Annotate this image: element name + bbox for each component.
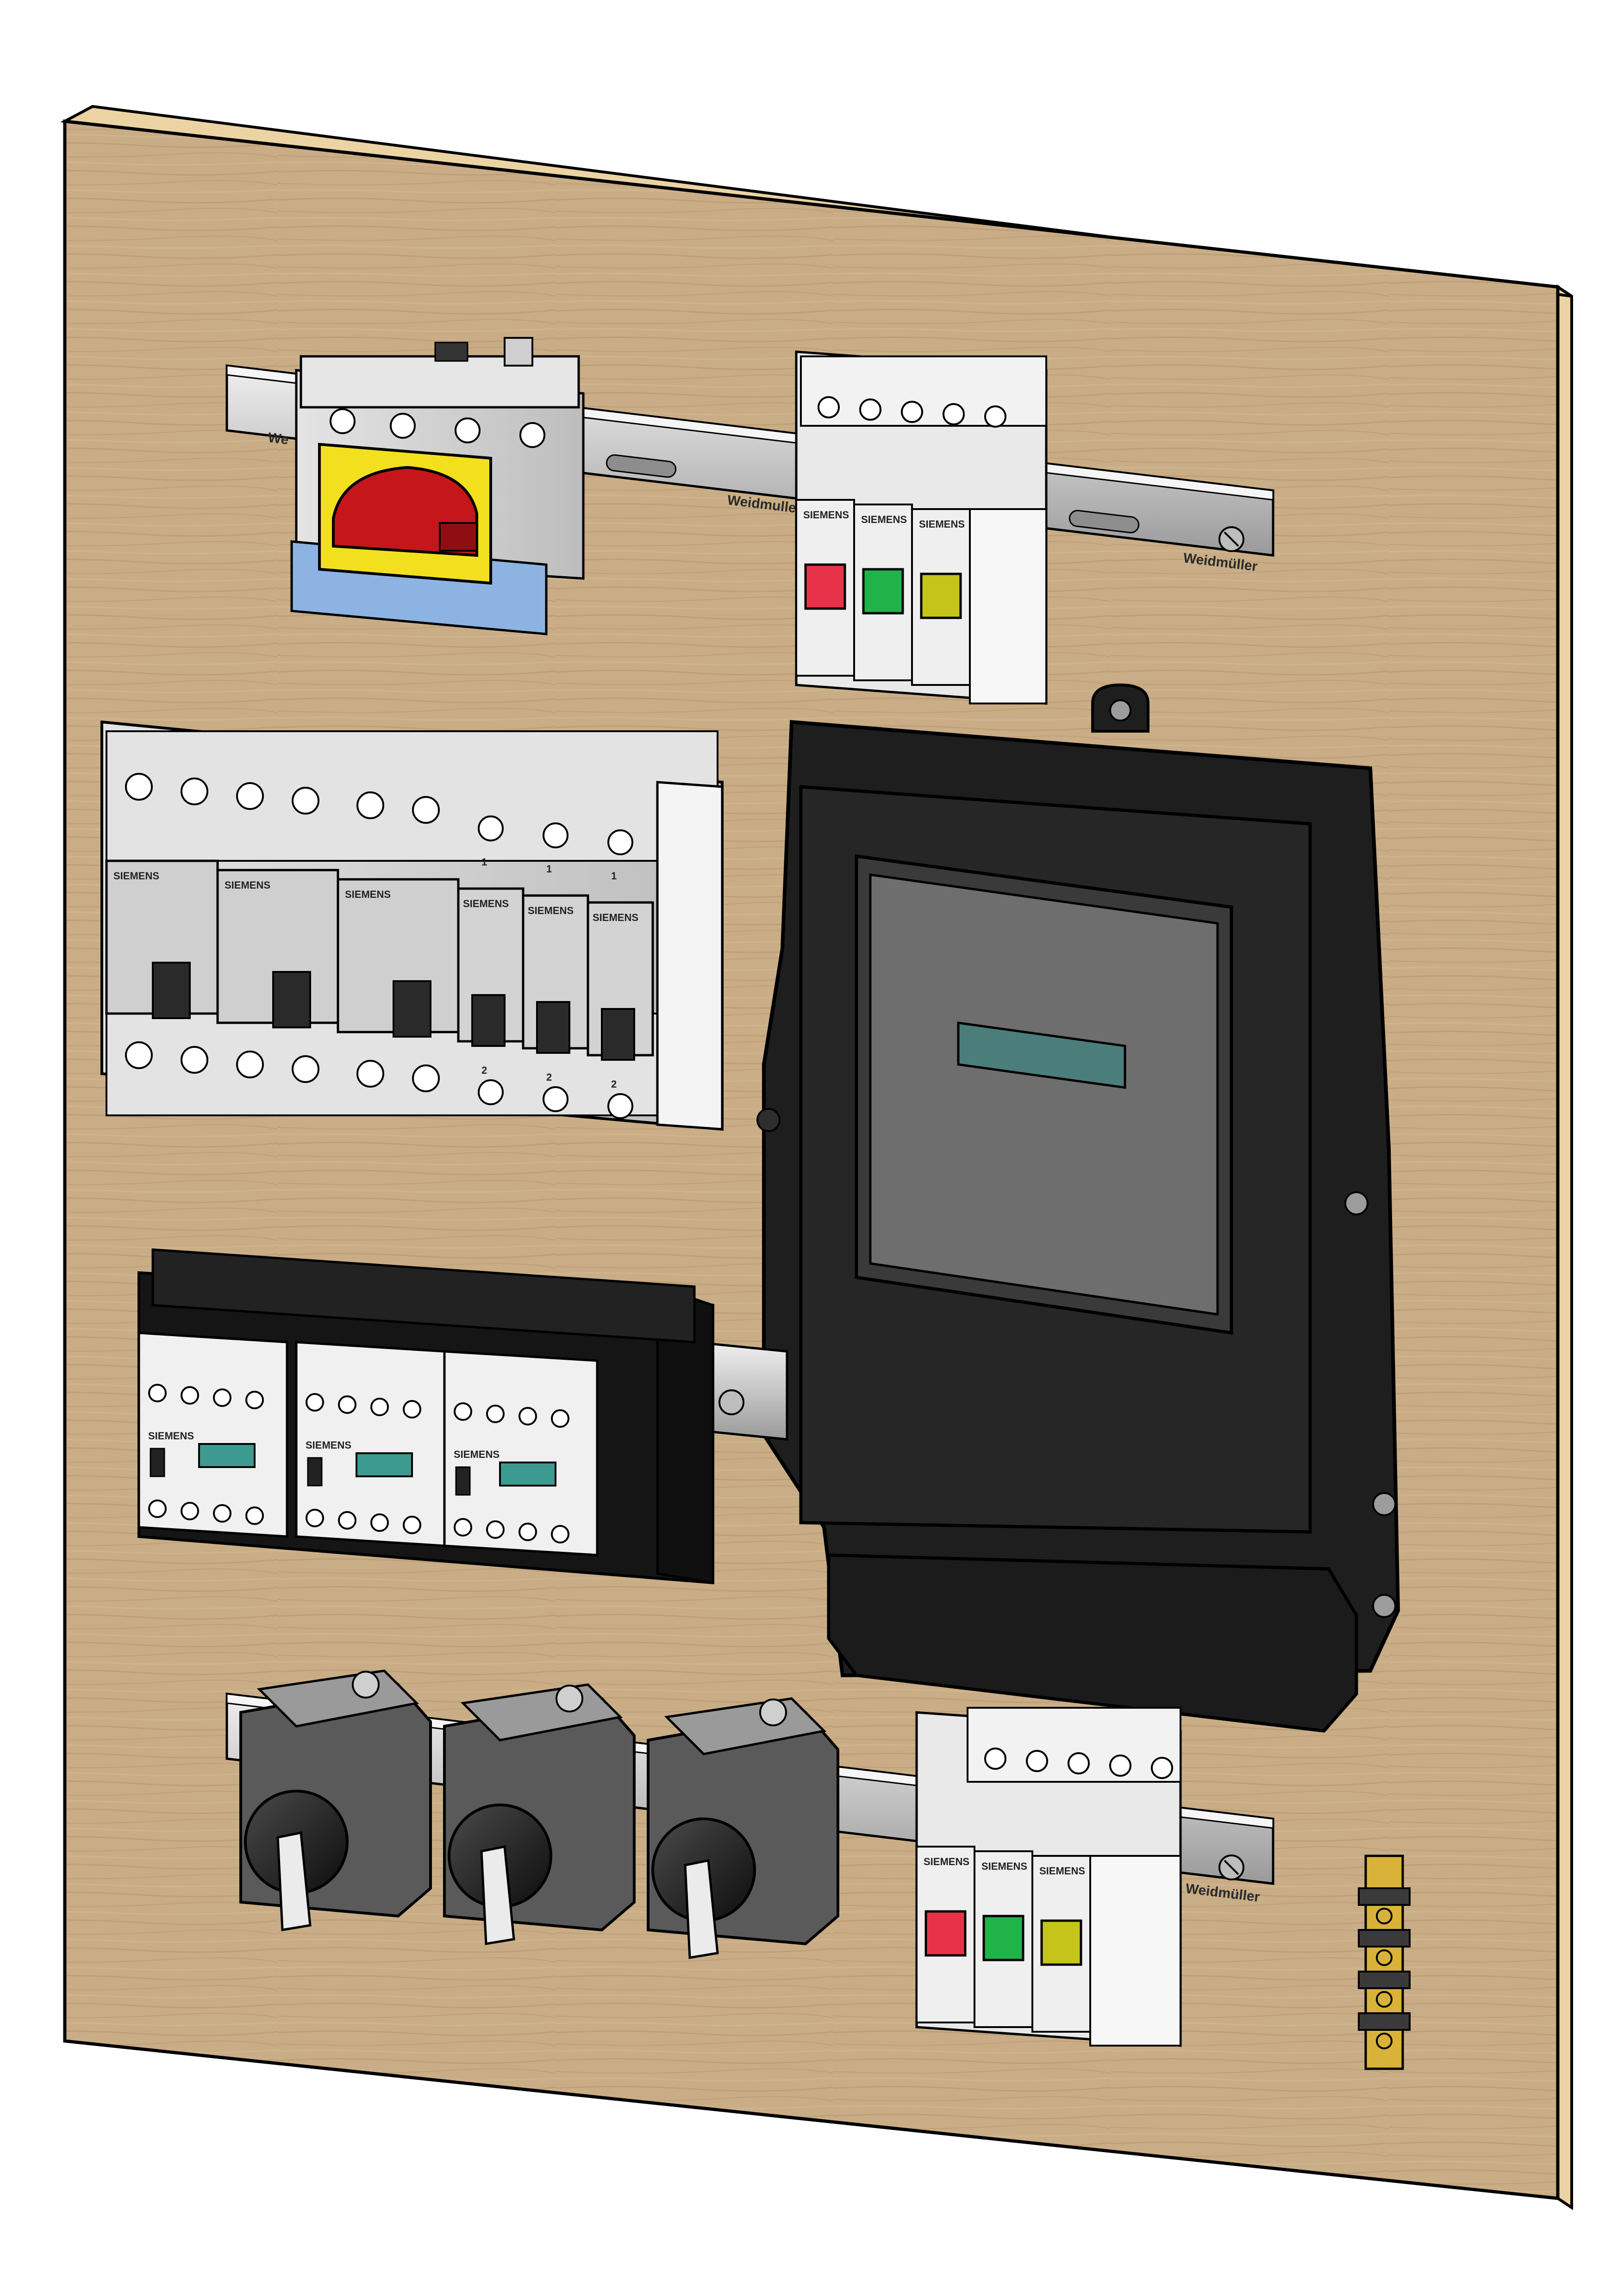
indicator-lamps-top: SIEMENS SIEMENS SIEMENS bbox=[795, 350, 1048, 705]
brand-label: SIEMENS bbox=[454, 1449, 500, 1460]
knob-pointer bbox=[480, 1845, 515, 1945]
red-lamp-icon bbox=[924, 1910, 967, 1957]
terminal-number-bottom: 2 bbox=[481, 1064, 487, 1076]
indicator-module-green: SIEMENS bbox=[853, 504, 913, 681]
brand-label: SIEMENS bbox=[803, 509, 849, 521]
screw-icon bbox=[759, 1699, 787, 1726]
screw-icon bbox=[1344, 1191, 1368, 1215]
green-lamp-icon bbox=[862, 568, 904, 615]
screw-icon bbox=[556, 1685, 583, 1712]
breaker-toggle[interactable] bbox=[393, 980, 431, 1038]
brand-label: SIEMENS bbox=[528, 905, 574, 916]
brand-label: SIEMENS bbox=[861, 514, 907, 525]
screw-icon bbox=[1372, 1492, 1396, 1516]
indicator-terminal-row bbox=[967, 1707, 1181, 1783]
brand-label: SIEMENS bbox=[463, 898, 509, 909]
screw-icon bbox=[1372, 1594, 1396, 1618]
brand-label: SIEMENS bbox=[225, 879, 270, 891]
meter-lcd-display bbox=[957, 1021, 1126, 1089]
green-lamp-icon bbox=[982, 1915, 1024, 1961]
brand-label: SIEMENS bbox=[148, 1430, 194, 1442]
indicator-module-green: SIEMENS bbox=[974, 1850, 1033, 2028]
breaker-rcbo-2[interactable]: SIEMENS bbox=[216, 782, 339, 1083]
terminal-number-top: 1 bbox=[611, 870, 617, 882]
rail-label-left: We bbox=[267, 430, 289, 448]
brand-label: SIEMENS bbox=[345, 889, 391, 900]
contactor-3: SIEMENS bbox=[443, 1350, 599, 1556]
contactor-group: SIEMENS SIEMENS bbox=[137, 1248, 714, 1585]
isolator-terminal-block bbox=[300, 337, 580, 448]
rotary-selector-switch-3[interactable] bbox=[647, 1697, 839, 1959]
circuit-breaker-block: SIEMENS SIEMENS SIEMENS SI bbox=[100, 720, 724, 1131]
breaker-toggle[interactable] bbox=[471, 994, 506, 1047]
breaker-toggle[interactable] bbox=[272, 971, 311, 1028]
terminal-number-bottom: 2 bbox=[611, 1078, 617, 1090]
brand-label: SIEMENS bbox=[593, 912, 638, 923]
yellow-lamp-icon bbox=[920, 572, 962, 619]
contactor-window bbox=[356, 1452, 413, 1477]
knob-pointer bbox=[276, 1831, 312, 1931]
rotary-selector-switch-1[interactable] bbox=[239, 1669, 432, 1931]
rail-screw-icon bbox=[718, 1389, 744, 1415]
breaker-toggle[interactable] bbox=[152, 962, 191, 1019]
terminal-number-top: 1 bbox=[546, 863, 552, 875]
breaker-mcb-1[interactable]: SIEMENS 1 2 bbox=[457, 815, 525, 1105]
screw-icon bbox=[756, 1108, 781, 1132]
indicator-lamps-bottom: SIEMENS SIEMENS SIEMENS bbox=[915, 1707, 1182, 2047]
terminal-number-bottom: 2 bbox=[546, 1071, 552, 1083]
brand-label: SIEMENS bbox=[919, 518, 965, 530]
isolator-red-handle[interactable] bbox=[332, 466, 478, 557]
contactor-window bbox=[198, 1443, 256, 1468]
breaker-toggle[interactable] bbox=[601, 1008, 635, 1061]
brand-label: SIEMENS bbox=[306, 1439, 351, 1451]
indicator-module-yellow: SIEMENS bbox=[1031, 1855, 1091, 2033]
breaker-mcb-3[interactable]: SIEMENS 1 2 bbox=[587, 829, 654, 1119]
knob-pointer bbox=[684, 1859, 719, 1959]
rotary-selector-switch-2[interactable] bbox=[443, 1683, 636, 1945]
contactor-2: SIEMENS bbox=[295, 1341, 446, 1547]
contactor-1: SIEMENS bbox=[137, 1332, 288, 1538]
indicator-module-red: SIEMENS bbox=[795, 499, 855, 677]
breaker-rcbo-1[interactable]: SIEMENS bbox=[105, 773, 219, 1074]
red-lamp-icon bbox=[804, 563, 846, 610]
brand-label: SIEMENS bbox=[981, 1860, 1027, 1872]
contactor-window bbox=[499, 1462, 556, 1487]
energy-meter bbox=[756, 683, 1400, 1733]
brand-label: SIEMENS bbox=[1039, 1865, 1085, 1877]
meter-window bbox=[869, 873, 1219, 1316]
brand-label: SIEMENS bbox=[113, 870, 159, 882]
brand-label: SIEMENS bbox=[924, 1856, 969, 1867]
breaker-mcb-2[interactable]: SIEMENS 1 2 bbox=[522, 822, 589, 1112]
indicator-module-yellow: SIEMENS bbox=[911, 508, 971, 686]
breaker-toggle[interactable] bbox=[536, 1001, 570, 1054]
terminal-number-top: 1 bbox=[481, 856, 487, 868]
indicator-module-red: SIEMENS bbox=[916, 1846, 975, 2023]
indicator-terminal-row bbox=[800, 355, 1047, 428]
main-isolator-switch[interactable] bbox=[290, 337, 585, 635]
yellow-lamp-icon bbox=[1040, 1919, 1082, 1966]
meter-terminal-cover bbox=[827, 1553, 1358, 1733]
earth-terminal-strip bbox=[1358, 1854, 1411, 2070]
screw-icon bbox=[352, 1671, 380, 1699]
